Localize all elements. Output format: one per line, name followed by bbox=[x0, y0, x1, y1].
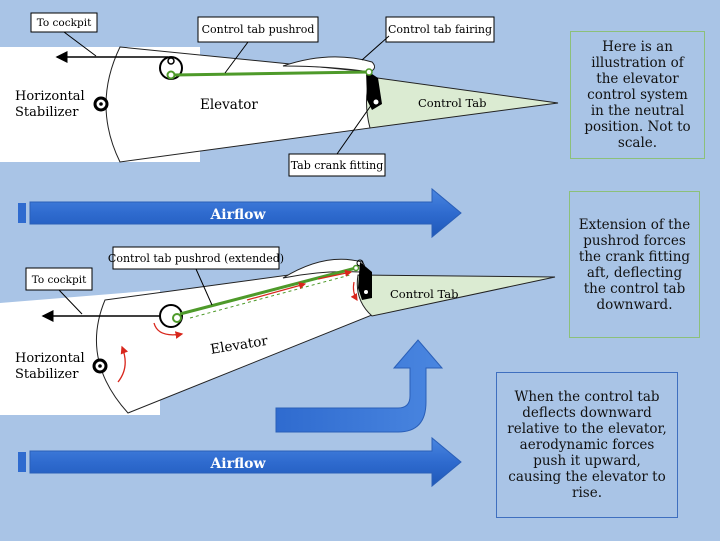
label-pushrod: Control tab pushrod bbox=[202, 23, 315, 36]
label-control-tab: Control Tab bbox=[418, 96, 487, 110]
elevator-lift-arrow bbox=[275, 339, 444, 433]
label-to-cockpit: To cockpit bbox=[37, 17, 92, 29]
label-horizontal-stabilizer-4: Stabilizer bbox=[15, 367, 79, 382]
label-elevator: Elevator bbox=[200, 97, 258, 113]
label-control-tab-2: Control Tab bbox=[390, 287, 459, 301]
airflow-label-top: Airflow bbox=[209, 207, 266, 223]
label-horizontal-stabilizer-3: Horizontal bbox=[15, 351, 85, 366]
label-horizontal-stabilizer-1: Horizontal bbox=[15, 89, 85, 104]
control-tab-pushrod-2 bbox=[179, 266, 357, 316]
note-neutral: Here is an illustration of the elevator … bbox=[570, 31, 705, 159]
tab-crank-fitting bbox=[366, 70, 382, 110]
control-tab-fairing bbox=[282, 56, 376, 73]
label-fairing: Control tab fairing bbox=[388, 23, 492, 36]
label-horizontal-stabilizer-2: Stabilizer bbox=[15, 105, 79, 120]
note-extension-text: Extension of the pushrod forces the cran… bbox=[578, 216, 691, 313]
note-neutral-text: Here is an illustration of the elevator … bbox=[584, 39, 691, 151]
crank-motion-arrow bbox=[317, 269, 353, 280]
note-aerodynamic-text: When the control tab deflects downward r… bbox=[507, 389, 667, 501]
airflow-arrow-top: Airflow bbox=[18, 187, 462, 239]
control-tab-shape-2 bbox=[356, 274, 556, 317]
rotation-arrow-elevator bbox=[117, 345, 129, 383]
label-to-cockpit-2: To cockpit bbox=[32, 274, 87, 286]
neutral-diagram: Horizontal Stabilizer Elevator Control T… bbox=[0, 12, 559, 177]
deflected-diagram: Horizontal Stabilizer Elevator Control T… bbox=[0, 246, 556, 415]
control-tab-pushrod bbox=[173, 70, 370, 77]
tab-crank-fitting-2 bbox=[358, 262, 372, 300]
label-pushrod-extended: Control tab pushrod (extended) bbox=[108, 252, 284, 265]
airflow-arrow-bottom: Airflow bbox=[18, 436, 462, 488]
note-aerodynamic: When the control tab deflects downward r… bbox=[496, 372, 678, 518]
label-tab-crank: Tab crank fitting bbox=[291, 159, 384, 172]
note-extension: Extension of the pushrod forces the cran… bbox=[569, 191, 700, 338]
rotation-arrow-bellcrank bbox=[153, 322, 184, 339]
pushrod-motion-arrow bbox=[246, 282, 307, 301]
airflow-label-bottom: Airflow bbox=[209, 456, 266, 472]
tab-rotation-arrow bbox=[350, 281, 358, 302]
